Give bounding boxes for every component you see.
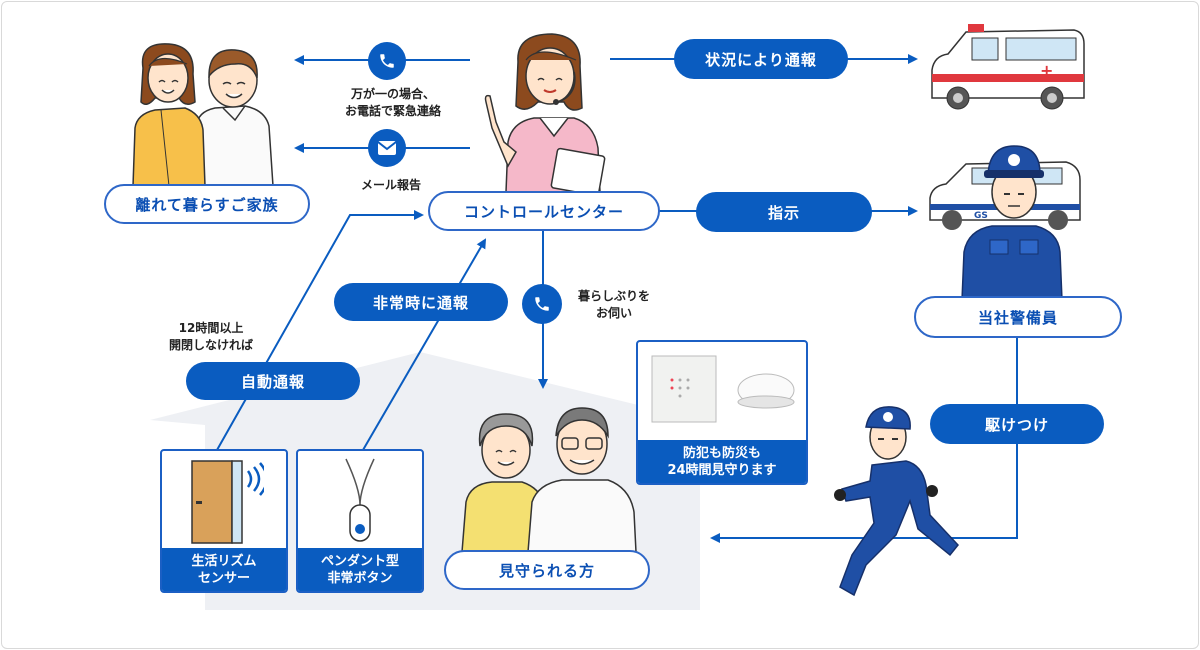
guard-label: 当社警備員 bbox=[914, 296, 1122, 338]
pendant-button-caption: ペンダント型 非常ボタン bbox=[298, 548, 422, 591]
pendant-icon bbox=[345, 458, 375, 542]
arrow-rush bbox=[710, 334, 1018, 543]
report-by-situation-pill: 状況により通報 bbox=[674, 39, 848, 79]
auto-report-pill: 自動通報 bbox=[186, 362, 360, 400]
arrow-emergency-report bbox=[362, 238, 487, 451]
security-devices-caption: 防犯も防災も 24時間見守ります bbox=[638, 440, 806, 483]
emergency-report-pill: 非常時に通報 bbox=[334, 283, 508, 321]
mail-icon bbox=[368, 129, 406, 167]
control-center-label: コントロールセンター bbox=[428, 191, 660, 231]
life-rhythm-sensor-caption: 生活リズム センサー bbox=[162, 548, 286, 591]
watched-person-label: 見守られる方 bbox=[444, 550, 650, 590]
operator-illustration bbox=[484, 33, 606, 192]
door-sensor-icon bbox=[191, 460, 264, 544]
emergency-contact-note: 万が一の場合、 お電話で緊急連絡 bbox=[344, 87, 441, 118]
security-panel-icon bbox=[651, 355, 795, 423]
ambulance-illustration: + bbox=[931, 24, 1085, 110]
instruction-pill: 指示 bbox=[696, 192, 872, 232]
rush-pill: 駆けつけ bbox=[930, 404, 1104, 444]
family-label: 離れて暮らすご家族 bbox=[104, 184, 310, 224]
life-rhythm-sensor-card: 生活リズム センサー bbox=[160, 449, 288, 593]
check-in-call-note: 暮らしぶりを お伺い bbox=[577, 289, 650, 320]
family-illustration bbox=[132, 43, 274, 186]
phone-icon bbox=[522, 284, 562, 324]
running-guard-illustration bbox=[834, 406, 959, 597]
guard-and-car-illustration: GS bbox=[929, 145, 1081, 300]
car-mark: GS bbox=[974, 211, 988, 221]
pendant-button-card: ペンダント型 非常ボタン bbox=[296, 449, 424, 593]
watched-couple-illustration bbox=[461, 407, 637, 552]
ambulance-cross: + bbox=[1040, 61, 1053, 80]
twelve-hours-note: 12時間以上 開閉しなければ bbox=[168, 321, 253, 352]
mail-report-note: メール報告 bbox=[360, 178, 421, 192]
phone-icon bbox=[368, 42, 406, 80]
security-devices-card: 防犯も防災も 24時間見守ります bbox=[636, 340, 808, 485]
